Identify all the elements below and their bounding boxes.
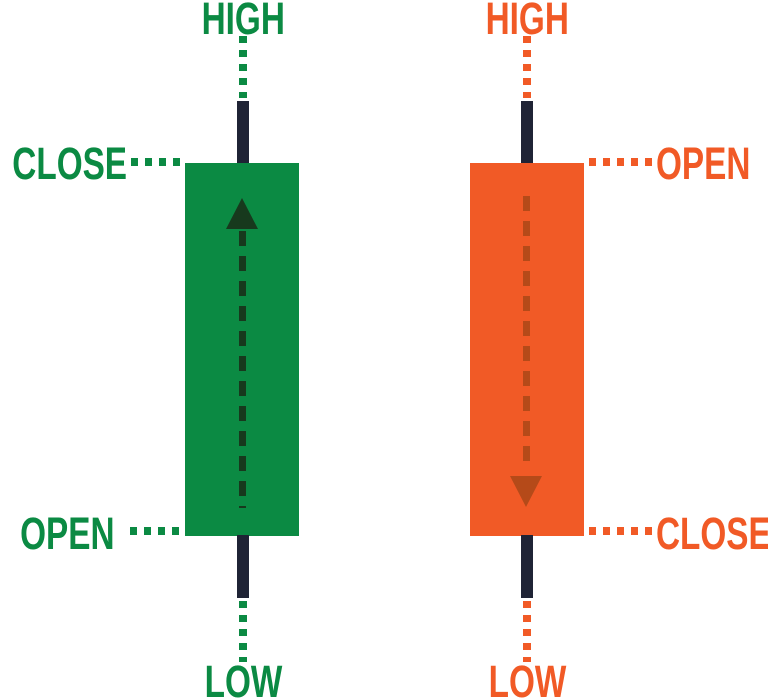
- bullish-open-label-text: OPEN: [20, 508, 115, 559]
- bullish-low-label-text: LOW: [204, 656, 282, 699]
- bearish-low-dotted-leader: [523, 601, 531, 662]
- bullish-close-label: CLOSE: [0, 141, 127, 186]
- bearish-low-label: LOW: [459, 659, 595, 699]
- bullish-low-dotted-leader: [239, 601, 247, 662]
- bearish-high-label-text: HIGH: [485, 0, 569, 44]
- bullish-low-label: LOW: [175, 659, 311, 699]
- bullish-open-label: OPEN: [0, 511, 115, 556]
- bullish-high-dotted-leader: [239, 36, 247, 98]
- bearish-lower-wick: [521, 535, 533, 598]
- down-arrow-icon: [510, 476, 542, 507]
- bullish-high-label-text: HIGH: [201, 0, 285, 44]
- bearish-close-label-text: CLOSE: [656, 508, 768, 559]
- bullish-close-label-text: CLOSE: [12, 138, 127, 189]
- up-arrow-dashed-shaft: [239, 231, 246, 508]
- bullish-upper-wick: [237, 101, 249, 164]
- down-arrow-dashed-shaft: [523, 196, 530, 467]
- bearish-close-dotted-leader: [589, 527, 652, 535]
- bearish-high-label: HIGH: [459, 0, 595, 41]
- bearish-upper-wick: [521, 101, 533, 164]
- bullish-high-label: HIGH: [175, 0, 311, 41]
- bearish-close-label: CLOSE: [656, 511, 768, 556]
- bearish-open-label-text: OPEN: [656, 138, 751, 189]
- up-arrow-icon: [226, 198, 258, 229]
- bearish-high-dotted-leader: [523, 36, 531, 98]
- bearish-open-dotted-leader: [589, 158, 652, 166]
- bearish-low-label-text: LOW: [488, 656, 566, 699]
- bullish-open-dotted-leader: [130, 527, 179, 535]
- bullish-close-dotted-leader: [131, 158, 180, 166]
- bearish-open-label: OPEN: [656, 141, 768, 186]
- bullish-lower-wick: [237, 535, 249, 598]
